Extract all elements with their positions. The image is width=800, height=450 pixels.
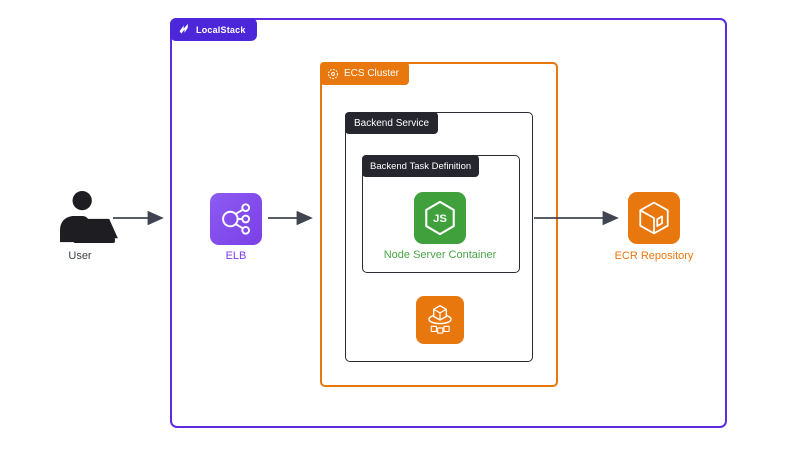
nodejs-hexagon-icon: JS [419, 197, 461, 239]
ecr-cube-icon [633, 197, 675, 239]
svg-text:JS: JS [433, 213, 447, 225]
localstack-label: LocalStack [196, 24, 246, 35]
backend-task-definition-label: Backend Task Definition [370, 160, 472, 172]
localstack-container-box [170, 18, 727, 428]
node-server-container-label: Node Server Container [383, 249, 497, 261]
elb-node [210, 193, 262, 245]
backend-service-label: Backend Service [354, 117, 430, 129]
user-at-laptop-icon [56, 190, 118, 244]
elb-label: ELB [225, 250, 247, 262]
ecr-repository-label: ECR Repository [614, 250, 694, 262]
ecs-cluster-icon [327, 68, 339, 80]
ecs-cluster-box [320, 62, 558, 387]
ecs-cube-orbit-icon [421, 301, 459, 339]
user-node [56, 190, 118, 244]
ecs-service-node [416, 296, 464, 344]
ecr-repository-node [628, 192, 680, 244]
node-server-container-node: JS [414, 192, 466, 244]
ecs-cluster-label: ECS Cluster [344, 68, 400, 79]
ecs-cluster-tab: ECS Cluster [320, 62, 410, 85]
user-label: User [68, 250, 92, 262]
localstack-tab: LocalStack [170, 18, 257, 41]
backend-service-tab: Backend Service [345, 112, 439, 134]
backend-task-definition-tab: Backend Task Definition [362, 155, 480, 177]
localstack-logo-icon [178, 23, 191, 36]
elastic-load-balancer-icon [215, 198, 257, 240]
